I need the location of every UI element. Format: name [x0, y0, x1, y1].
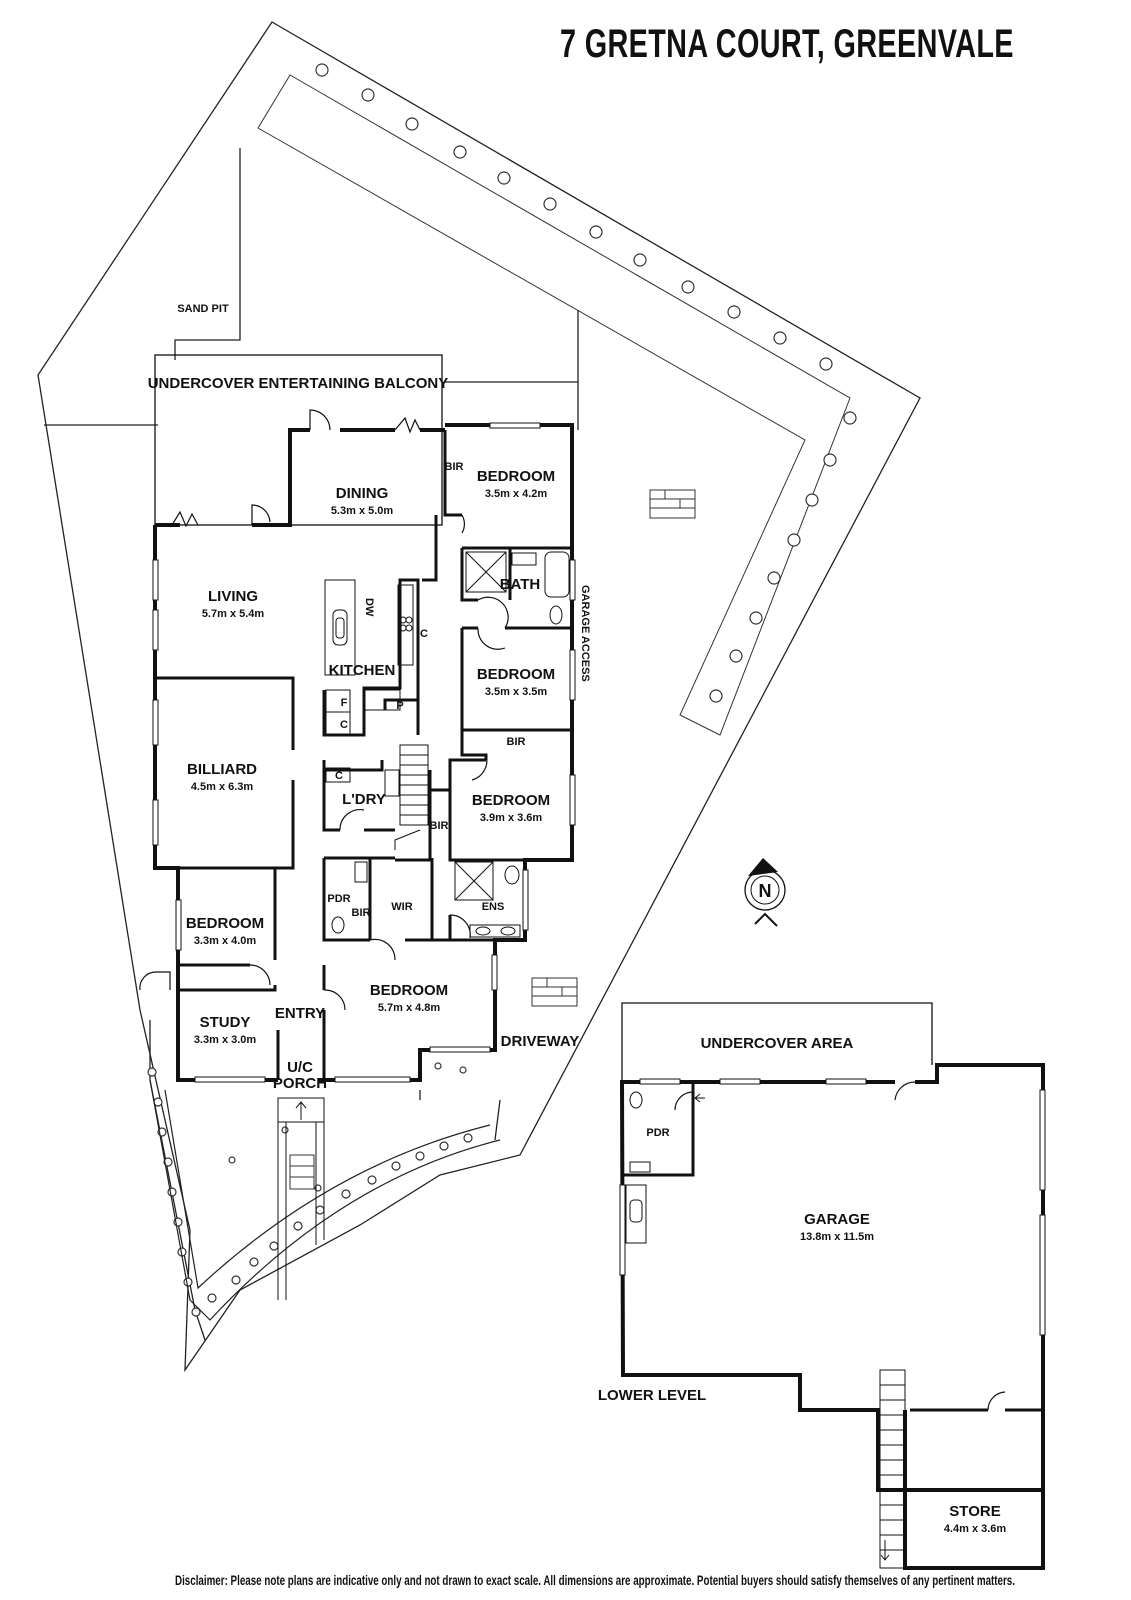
porch-path	[277, 1097, 325, 1300]
disclaimer: Disclaimer: Please note plans are indica…	[175, 1572, 1015, 1588]
room-name: BIR	[352, 907, 371, 919]
room-dimensions: 3.3m x 3.0m	[194, 1034, 257, 1046]
room-dimensions: 5.7m x 4.8m	[378, 1002, 441, 1014]
room-name: KITCHEN	[329, 662, 396, 679]
fixture-labels: DW F P C C C GARAGE ACCESS	[335, 585, 591, 782]
internal-walls	[155, 430, 572, 1080]
level-label: LOWER LEVEL	[598, 1387, 706, 1404]
cupboard-label: C	[335, 770, 343, 782]
room-name: BEDROOM	[370, 982, 448, 999]
room-name: DRIVEWAY	[501, 1033, 580, 1050]
room-name: U/C	[287, 1059, 313, 1076]
room-dimensions: 3.5m x 4.2m	[485, 488, 548, 500]
dishwasher-label: DW	[363, 598, 375, 617]
room-dimensions: 4.5m x 6.3m	[191, 781, 254, 793]
site-boundary	[37, 21, 921, 1373]
room-name: STUDY	[200, 1014, 251, 1031]
room-name: UNDERCOVER ENTERTAINING BALCONY	[148, 375, 449, 392]
compass-north-label: N	[759, 881, 772, 901]
garage-windows	[619, 1078, 1046, 1336]
garden-curve	[149, 1079, 501, 1321]
room-name: L'DRY	[342, 791, 386, 808]
room-name: BIR	[445, 461, 464, 473]
store-outline	[903, 1410, 1045, 1570]
pantry-label: P	[396, 700, 403, 712]
room-dimensions: 3.9m x 3.6m	[480, 812, 543, 824]
room-name: BEDROOM	[186, 915, 264, 932]
room-dimensions: 4.4m x 3.6m	[944, 1523, 1007, 1535]
garage-fixtures	[625, 1091, 705, 1244]
planting-strip	[257, 74, 851, 736]
room-name: BILLIARD	[187, 761, 257, 778]
room-name: BEDROOM	[472, 792, 550, 809]
room-dimensions: 5.7m x 5.4m	[202, 608, 265, 620]
room-name: BATH	[500, 576, 541, 593]
page-title: 7 GRETNA COURT, GREENVALE	[560, 22, 1014, 66]
room-name: PDR	[327, 893, 350, 905]
room-name: WIR	[391, 901, 412, 913]
room-name: DINING	[336, 485, 389, 502]
compass-icon: N	[744, 858, 786, 927]
cupboard-label: C	[340, 719, 348, 731]
windows	[152, 422, 576, 1083]
paving-icon	[289, 489, 696, 1190]
room-name: GARAGE	[804, 1211, 870, 1228]
stairs	[394, 744, 429, 850]
garage-stairs	[879, 1369, 906, 1569]
room-dimensions: 3.5m x 3.5m	[485, 686, 548, 698]
room-dimensions: 5.3m x 5.0m	[331, 505, 394, 517]
bathroom-fixtures	[331, 551, 570, 938]
room-name: STORE	[949, 1503, 1000, 1520]
room-name: PDR	[646, 1127, 669, 1139]
room-name: BIR	[507, 736, 526, 748]
fridge-label: F	[341, 697, 348, 709]
garage-access-label: GARAGE ACCESS	[579, 585, 591, 682]
door-swings	[139, 409, 509, 1011]
room-dimensions: 13.8m x 11.5m	[800, 1231, 874, 1243]
room-name: BEDROOM	[477, 666, 555, 683]
room-labels: SAND PIT UNDERCOVER ENTERTAINING BALCONY…	[148, 303, 1007, 1535]
room-name: ENTRY	[275, 1005, 325, 1022]
room-dimensions: 3.3m x 4.0m	[194, 935, 257, 947]
room-name: BIR	[430, 820, 449, 832]
room-name: LIVING	[208, 588, 258, 605]
garage-outline	[620, 1002, 1045, 1492]
room-name: SAND PIT	[177, 303, 229, 315]
kitchen-fixtures	[324, 579, 414, 797]
room-name: ENS	[482, 901, 505, 913]
cupboard-label: C	[420, 628, 428, 640]
room-name: PORCH	[273, 1075, 327, 1092]
room-name: UNDERCOVER AREA	[701, 1035, 854, 1052]
hedge-trees	[147, 63, 857, 1317]
room-name: BEDROOM	[477, 468, 555, 485]
